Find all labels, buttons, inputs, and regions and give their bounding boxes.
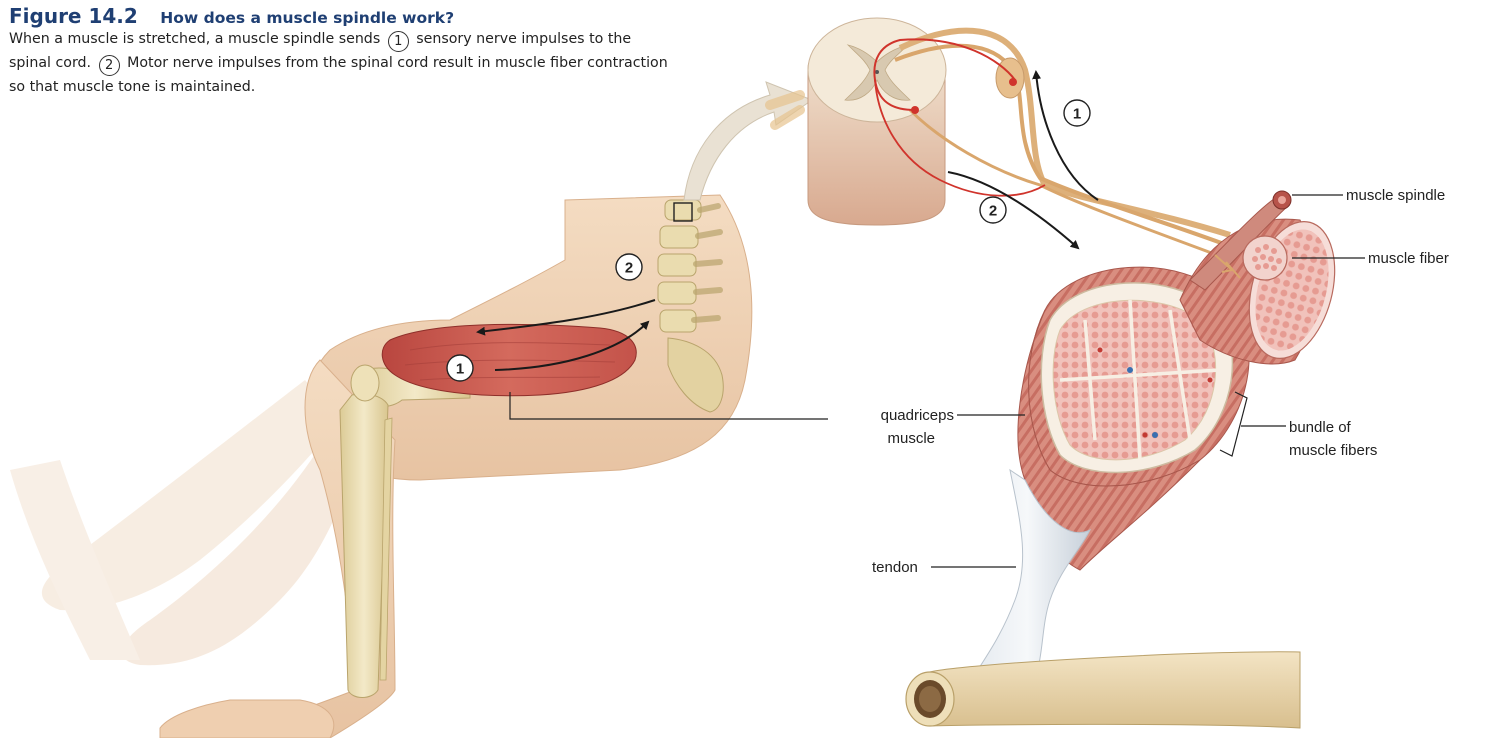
cord-step-1-marker: 1 (1064, 100, 1090, 126)
label-muscle-spindle: muscle spindle (1346, 186, 1445, 205)
label-quadriceps-line1: quadriceps (836, 406, 954, 425)
leg-step-1-number: 1 (456, 361, 464, 378)
cord-step-2-marker: 2 (980, 197, 1006, 223)
label-bundle-line2: muscle fibers (1289, 441, 1377, 460)
label-quadriceps-line2: muscle (836, 429, 935, 448)
cord-motor-arrow (948, 172, 1078, 248)
label-muscle-fiber: muscle fiber (1368, 249, 1449, 268)
spinal-cord (770, 18, 946, 225)
leg-step-2-number: 2 (625, 260, 633, 277)
label-tendon: tendon (872, 558, 918, 577)
cord-step-1-number: 1 (1073, 106, 1081, 123)
leg-step-2-marker: 2 (616, 254, 642, 280)
cord-step-2-number: 2 (989, 203, 997, 220)
long-bone (906, 652, 1300, 728)
label-bundle-line1: bundle of (1289, 418, 1351, 437)
foot (160, 700, 334, 738)
leg-step-1-marker: 1 (447, 355, 473, 381)
muscle-bundle (1180, 191, 1349, 368)
